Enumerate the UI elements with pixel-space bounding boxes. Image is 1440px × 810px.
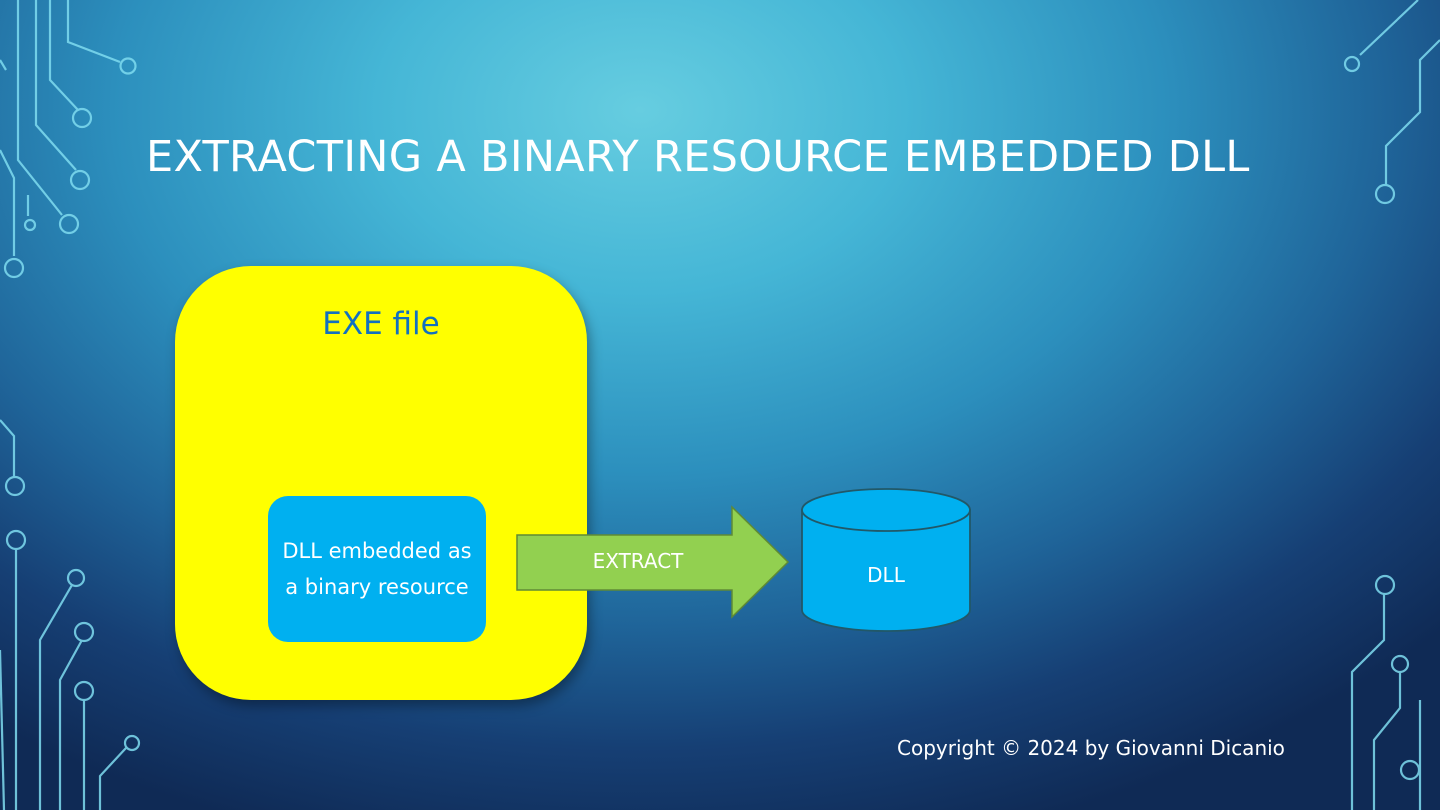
copyright-notice: Copyright © 2024 by Giovanni Dicanio xyxy=(897,736,1285,760)
extract-arrow-label: EXTRACT xyxy=(592,549,684,573)
slide-title: EXTRACTING A BINARY RESOURCE EMBEDDED DL… xyxy=(146,132,1250,182)
embedded-dll-box: DLL embedded as a binary resource xyxy=(268,496,486,642)
embedded-dll-label: DLL embedded as a binary resource xyxy=(282,539,472,599)
dll-cylinder-icon xyxy=(801,488,971,632)
exe-file-label: EXE file xyxy=(322,306,440,342)
dll-cylinder-label: DLL xyxy=(867,563,905,587)
extract-arrow-icon xyxy=(516,505,790,619)
